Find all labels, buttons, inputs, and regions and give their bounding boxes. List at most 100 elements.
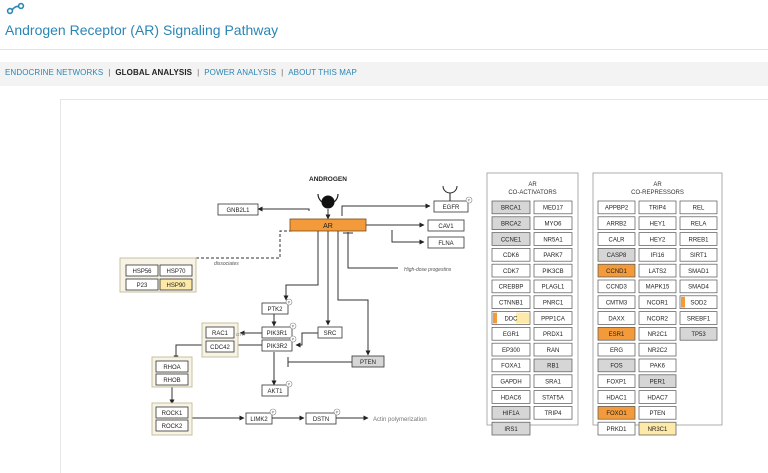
coactivators-gene-stat5a[interactable]	[533, 390, 573, 404]
corepressors-gene-fos[interactable]	[597, 358, 636, 373]
node-limk2[interactable]	[245, 412, 273, 425]
node-cav1[interactable]	[427, 219, 465, 232]
corepressors-gene-srebf1[interactable]	[679, 311, 718, 325]
corepressors-gene-smad4[interactable]	[679, 279, 718, 294]
coactivators-gene-brca2[interactable]	[491, 216, 531, 230]
corepressors-gene-label: CALR	[608, 237, 625, 243]
coactivators-gene-myo6[interactable]	[533, 216, 573, 230]
node-flna[interactable]	[427, 236, 465, 249]
corepressors-gene-calr[interactable]	[597, 232, 636, 246]
node-akt1[interactable]	[261, 384, 289, 397]
coactivators-gene-cdk6[interactable]	[491, 248, 531, 262]
coactivators-gene-label: PLAGL1	[542, 285, 565, 291]
node-cdc42[interactable]	[205, 340, 235, 353]
coactivators-gene-crebbp[interactable]	[491, 279, 531, 294]
nav-global-analysis[interactable]: GLOBAL ANALYSIS	[115, 68, 193, 77]
node-pten[interactable]	[351, 355, 385, 368]
coactivators-gene-egr1[interactable]	[491, 327, 531, 341]
coactivators-gene-plagl1[interactable]	[533, 279, 573, 294]
coactivators-gene-prdx1[interactable]	[533, 327, 573, 341]
pik3r2-phospho-site	[289, 335, 297, 343]
corepressors-gene-ncor2[interactable]	[638, 311, 677, 325]
coactivators-gene-ppp1ca[interactable]	[533, 311, 573, 325]
corepressors-gene-ccnd1[interactable]	[597, 263, 636, 278]
corepressors-gene-rela[interactable]	[679, 216, 718, 230]
corepressors-gene-hdac1[interactable]	[597, 390, 636, 404]
pathway-link-icon[interactable]	[6, 2, 26, 16]
node-src[interactable]	[317, 326, 343, 339]
corepressors-gene-pak6[interactable]	[638, 358, 677, 373]
coactivators-gene-gapdh[interactable]	[491, 374, 531, 388]
node-rhoa[interactable]	[155, 360, 189, 373]
corepressors-gene-hey2[interactable]	[638, 232, 677, 246]
nav-endocrine-networks[interactable]: ENDOCRINE NETWORKS	[5, 68, 104, 77]
corepressors-gene-prkd1[interactable]	[597, 421, 636, 436]
coactivators-gene-foxa1[interactable]	[491, 358, 531, 373]
coactivators-gene-ran[interactable]	[533, 342, 573, 357]
node-rock1[interactable]	[155, 406, 189, 419]
node-rac1[interactable]	[205, 326, 235, 339]
coactivators-gene-med17[interactable]	[533, 200, 573, 215]
corepressors-gene-erg[interactable]	[597, 342, 636, 357]
coactivators-gene-cdk7[interactable]	[491, 263, 531, 278]
node-gnb2l1[interactable]	[217, 203, 259, 216]
corepressors-gene-hey1[interactable]	[638, 216, 677, 230]
corepressors-gene-esr1[interactable]	[597, 327, 636, 341]
node-pik3r1[interactable]	[261, 326, 293, 339]
androgen-molecule[interactable]	[321, 195, 335, 209]
coactivators-gene-hif1a[interactable]	[491, 406, 531, 420]
coactivators-gene-pik3cb[interactable]	[533, 263, 573, 278]
corepressors-gene-ifi16[interactable]	[638, 248, 677, 262]
node-dstn[interactable]	[305, 412, 337, 425]
coactivators-gene-park7[interactable]	[533, 248, 573, 262]
node-hsp90[interactable]	[159, 278, 193, 291]
coactivators-gene-ccne1[interactable]	[491, 232, 531, 246]
coactivators-gene-pnrc1[interactable]	[533, 295, 573, 309]
corepressors-gene-ccnd3[interactable]	[597, 279, 636, 294]
corepressors-gene-rel[interactable]	[679, 200, 718, 215]
node-ptk2[interactable]	[261, 302, 289, 315]
corepressors-gene-sirt1[interactable]	[679, 248, 718, 262]
corepressors-gene-mapk15[interactable]	[638, 279, 677, 294]
nav-power-analysis[interactable]: POWER ANALYSIS	[204, 68, 277, 77]
node-p23[interactable]	[125, 278, 159, 291]
corepressors-gene-lats2[interactable]	[638, 263, 677, 278]
coactivators-gene-sra1[interactable]	[533, 374, 573, 388]
node-ar[interactable]	[289, 218, 367, 232]
node-egfr[interactable]	[433, 200, 469, 213]
coactivators-gene-ep300[interactable]	[491, 342, 531, 357]
corepressors-gene-arrb2[interactable]	[597, 216, 636, 230]
corepressors-gene-trip4[interactable]	[638, 200, 677, 215]
coactivators-gene-label: CDK6	[503, 253, 520, 259]
corepressors-gene-sod2[interactable]	[679, 295, 718, 309]
corepressors-gene-nr2c2[interactable]	[638, 342, 677, 357]
corepressors-gene-ncor1[interactable]	[638, 295, 677, 309]
coactivators-gene-brca1[interactable]	[491, 200, 531, 215]
corepressors-gene-nr3c1[interactable]	[638, 421, 677, 436]
node-hsp70[interactable]	[159, 264, 193, 277]
coactivators-gene-rb1[interactable]	[533, 358, 573, 373]
node-pik3r2[interactable]	[261, 339, 293, 352]
node-hsp56[interactable]	[125, 264, 159, 277]
corepressors-gene-smad1[interactable]	[679, 263, 718, 278]
coactivators-gene-irs1[interactable]	[491, 421, 531, 436]
corepressors-gene-daxx[interactable]	[597, 311, 636, 325]
coactivators-gene-nr5a1[interactable]	[533, 232, 573, 246]
corepressors-gene-nr2c1[interactable]	[638, 327, 677, 341]
corepressors-gene-cmtm3[interactable]	[597, 295, 636, 309]
corepressors-gene-pten[interactable]	[638, 406, 677, 420]
corepressors-gene-casp8[interactable]	[597, 248, 636, 262]
node-rhob[interactable]	[155, 373, 189, 386]
node-rock2[interactable]	[155, 419, 189, 432]
corepressors-gene-foxo1[interactable]	[597, 406, 636, 420]
coactivators-gene-trip4[interactable]	[533, 406, 573, 420]
corepressors-gene-tp53[interactable]	[679, 327, 718, 341]
corepressors-gene-per1[interactable]	[638, 374, 677, 388]
nav-about-this-map[interactable]: ABOUT THIS MAP	[288, 68, 357, 77]
corepressors-gene-foxp1[interactable]	[597, 374, 636, 388]
corepressors-gene-appbp2[interactable]	[597, 200, 636, 215]
coactivators-gene-hdac6[interactable]	[491, 390, 531, 404]
corepressors-gene-rreb1[interactable]	[679, 232, 718, 246]
corepressors-gene-hdac7[interactable]	[638, 390, 677, 404]
coactivators-gene-ctnnb1[interactable]	[491, 295, 531, 309]
